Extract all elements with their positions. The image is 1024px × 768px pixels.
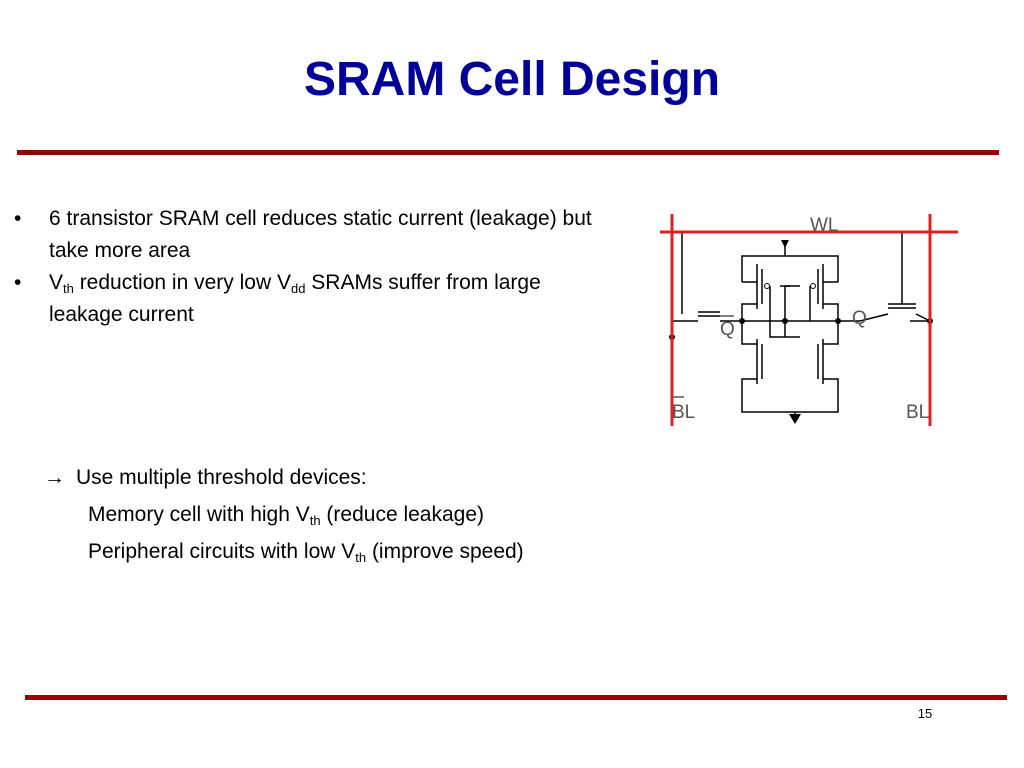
slide-title: SRAM Cell Design [303,53,721,106]
vth-subscript: th [63,281,74,296]
bullet-marker: • [14,271,22,294]
right-arrow-icon: → [44,466,65,489]
q-label: Q [852,308,867,329]
threshold-line-text: (improve speed) [366,540,524,563]
wl-label: WL [810,215,839,236]
bullet-text-part: reduction in very low V [73,271,291,294]
sram-circuit-diagram: WL Q Q BL BL [660,214,958,426]
vth-subscript: th [355,550,367,565]
threshold-line-peripheral: Peripheral circuits with low Vth (improv… [44,533,524,570]
bl-label: BL [906,402,929,423]
vdd-subscript: dd [290,281,306,296]
threshold-line-text: (reduce leakage) [320,503,485,526]
bullet-text: 6 transistor SRAM cell reduces static cu… [49,207,592,262]
title-divider [17,150,999,155]
circuit-nodes [669,240,933,424]
bullet-item: • 6 transistor SRAM cell reduces static … [14,203,604,267]
threshold-line-memory: Memory cell with high Vth (reduce leakag… [44,496,524,533]
vth-symbol: V [49,271,64,294]
threshold-line-text: Memory cell with high V [88,503,310,526]
bullet-marker: • [14,207,22,230]
threshold-heading-text: Use multiple threshold devices: [76,466,367,489]
footer-divider [25,695,1007,700]
threshold-heading: → Use multiple threshold devices: [44,459,524,496]
highlight-lines [660,214,958,426]
bullet-item: • Vth reduction in very low Vdd SRAMs su… [14,267,604,331]
bullet-text: Vth reduction in very low Vdd SRAMs suff… [49,267,604,331]
vth-subscript: th [309,513,321,528]
qbar-label: Q [720,319,735,340]
bullet-text-part: SRAMs suffer from large leakage current [49,271,541,326]
circuit-labels: WL Q Q BL BL [672,215,929,423]
blbar-label: BL [672,402,695,423]
threshold-block: → Use multiple threshold devices: Memory… [44,459,524,570]
circuit-wires [671,232,931,422]
bullet-list: • 6 transistor SRAM cell reduces static … [14,203,604,331]
page-number: 15 [917,706,933,721]
overbar-marks [673,315,734,398]
threshold-line-text: Peripheral circuits with low V [88,540,356,563]
